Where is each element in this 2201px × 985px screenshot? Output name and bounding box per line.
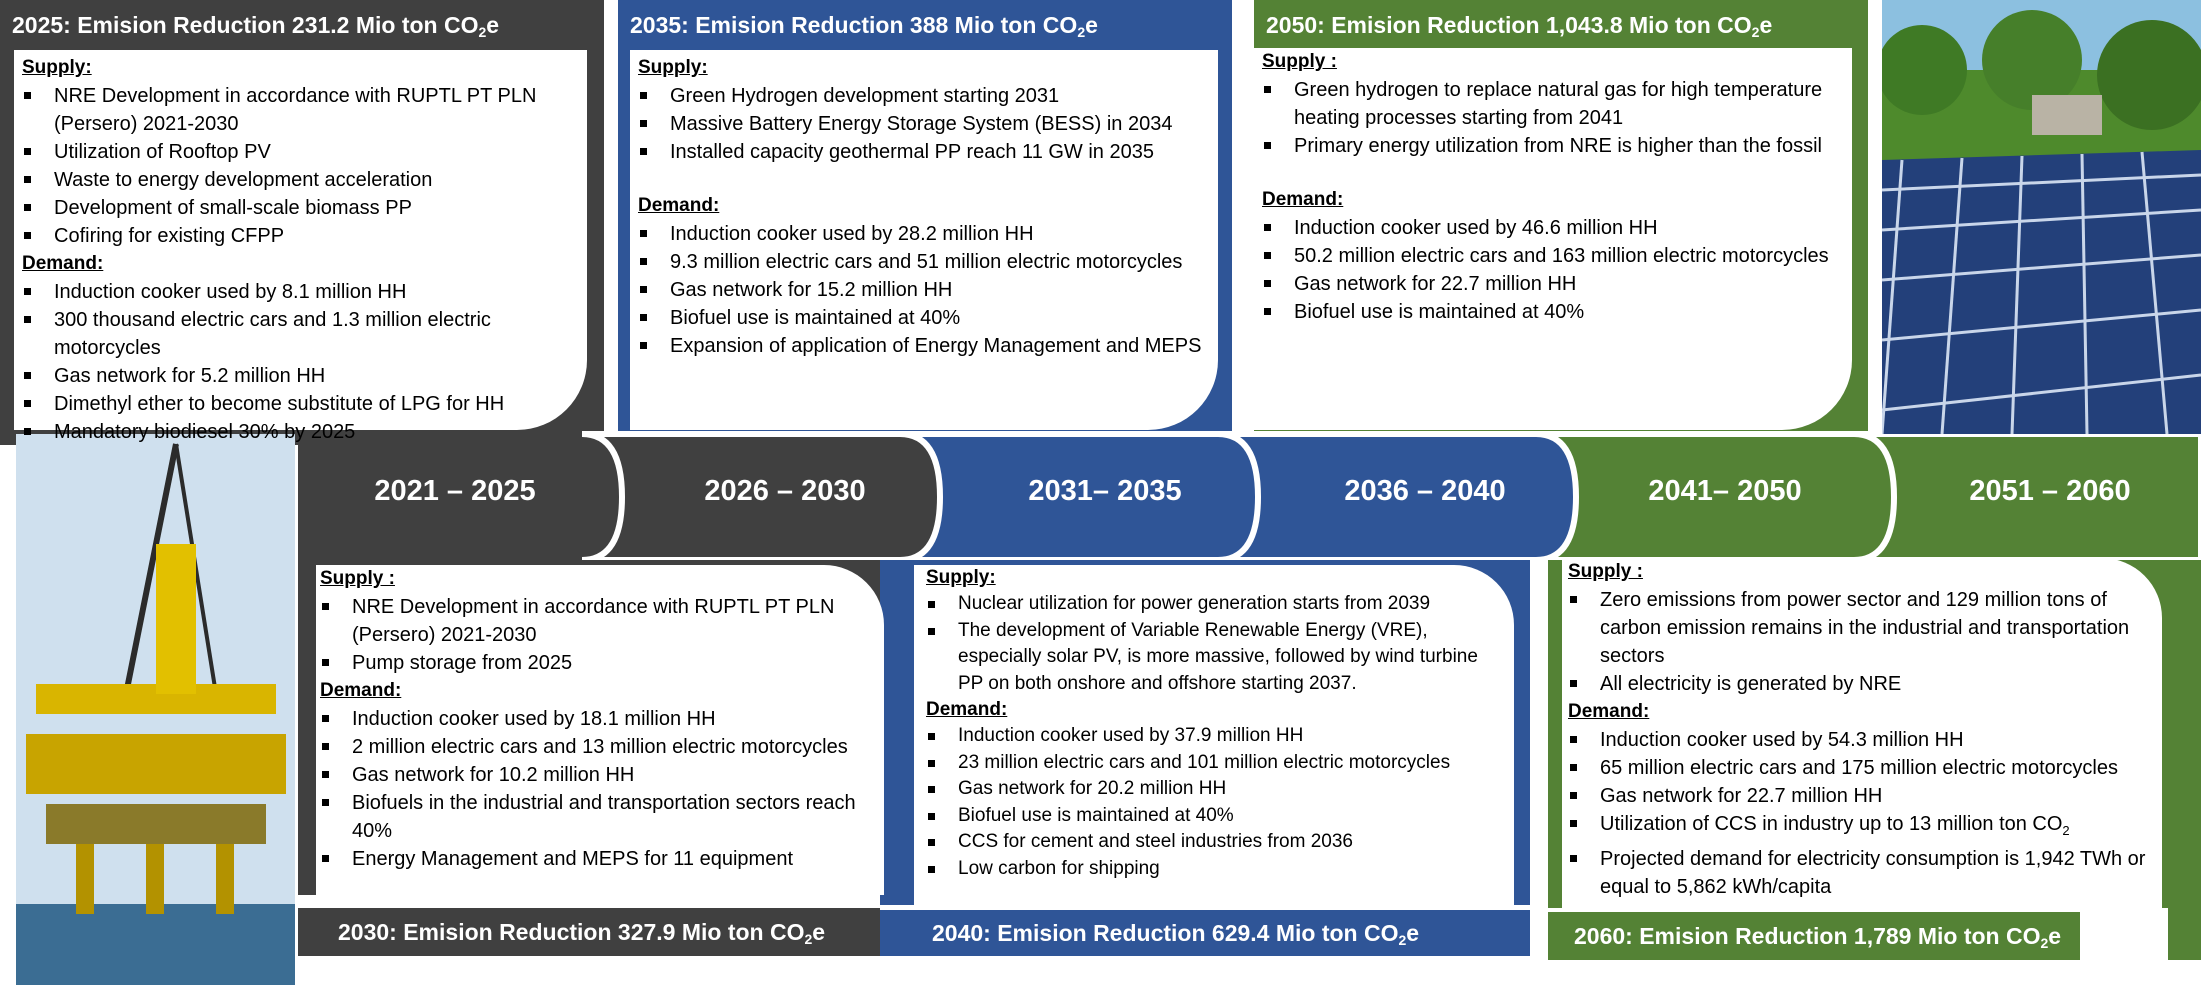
list-item: Induction cooker used by 18.1 million HH: [320, 705, 880, 733]
top-box-2050: Supply : Green hydrogen to replace natur…: [1254, 48, 1852, 430]
bottom-box-2060: Supply : Zero emissions from power secto…: [1562, 558, 2162, 908]
supply-heading: Supply:: [638, 57, 708, 78]
period-label-5: 2041– 2050: [1648, 475, 1802, 507]
list-item: Gas network for 22.7 million HH: [1568, 782, 2156, 810]
list-item: Induction cooker used by 37.9 million HH: [926, 723, 1502, 750]
demand-heading: Demand:: [638, 195, 720, 216]
list-item: 300 thousand electric cars and 1.3 milli…: [22, 306, 579, 362]
list-item: All electricity is generated by NRE: [1568, 670, 2156, 698]
list-item: Induction cooker used by 54.3 million HH: [1568, 726, 2156, 754]
bottom-footer-3: 2060: Emision Reduction 1,789 Mio ton CO…: [1562, 912, 2080, 960]
top-header-2: 2035: Emision Reduction 388 Mio ton CO2e: [618, 1, 1232, 49]
list-item: Mandatory biodiesel 30% by 2025: [22, 418, 579, 446]
band-segment-1: [298, 434, 640, 560]
list-item: Biofuel use is maintained at 40%: [638, 304, 1210, 332]
top-header-1: 2025: Emision Reduction 231.2 Mio ton CO…: [0, 1, 604, 49]
list-item: Low carbon for shipping: [926, 856, 1502, 883]
supply-heading: Supply :: [1568, 561, 1643, 582]
bottom-right-stub: [2168, 560, 2201, 960]
list-item: Green Hydrogen development starting 2031: [638, 82, 1210, 110]
list-item: Expansion of application of Energy Manag…: [638, 332, 1210, 360]
list-item: CCS for cement and steel industries from…: [926, 829, 1502, 856]
list-item: Utilization of Rooftop PV: [22, 138, 579, 166]
demand-list: Induction cooker used by 18.1 million HH…: [320, 705, 880, 873]
demand-heading: Demand:: [1568, 701, 1650, 722]
list-item: NRE Development in accordance with RUPTL…: [22, 82, 579, 138]
list-item: Projected demand for electricity consump…: [1568, 845, 2156, 901]
supply-list: Green Hydrogen development starting 2031…: [638, 82, 1210, 166]
top-box-2035: Supply: Green Hydrogen development start…: [630, 50, 1218, 430]
list-item: 2 million electric cars and 13 million e…: [320, 733, 880, 761]
supply-heading: Supply:: [926, 567, 996, 588]
list-item: Waste to energy development acceleration: [22, 166, 579, 194]
list-item: 23 million electric cars and 101 million…: [926, 750, 1502, 777]
list-item: Induction cooker used by 8.1 million HH: [22, 278, 579, 306]
period-label-4: 2036 – 2040: [1344, 475, 1506, 507]
top-box-2025: Supply: NRE Development in accordance wi…: [14, 50, 587, 443]
supply-list: Zero emissions from power sector and 129…: [1568, 586, 2156, 698]
list-item: 9.3 million electric cars and 51 million…: [638, 248, 1210, 276]
list-item: Gas network for 20.2 million HH: [926, 776, 1502, 803]
supply-list: NRE Development in accordance with RUPTL…: [320, 593, 880, 677]
supply-list: Green hydrogen to replace natural gas fo…: [1262, 76, 1844, 160]
supply-list: Nuclear utilization for power generation…: [926, 591, 1502, 697]
list-item: The development of Variable Renewable En…: [926, 618, 1502, 698]
bottom-footer-1: 2030: Emision Reduction 327.9 Mio ton CO…: [326, 908, 846, 956]
bottom-footer-1-white-gap-2: [298, 956, 900, 985]
offshore-platform-photo: [16, 434, 295, 985]
demand-list: Induction cooker used by 28.2 million HH…: [638, 220, 1210, 360]
period-label-2: 2026 – 2030: [704, 475, 866, 507]
list-item: Development of small-scale biomass PP: [22, 194, 579, 222]
list-item: 50.2 million electric cars and 163 milli…: [1262, 242, 1844, 270]
period-label-1: 2021 – 2025: [374, 475, 536, 507]
list-item: Gas network for 5.2 million HH: [22, 362, 579, 390]
list-item: Gas network for 15.2 million HH: [638, 276, 1210, 304]
bottom-footer-2-white-gap-2: [880, 956, 1530, 985]
list-item: Energy Management and MEPS for 11 equipm…: [320, 845, 880, 873]
supply-heading: Supply :: [320, 568, 395, 589]
list-item: 65 million electric cars and 175 million…: [1568, 754, 2156, 782]
list-item: Biofuels in the industrial and transport…: [320, 789, 880, 845]
supply-heading: Supply:: [22, 57, 92, 78]
list-item: Biofuel use is maintained at 40%: [926, 803, 1502, 830]
bottom-footer-1-white-gap: [298, 895, 880, 908]
top-header-3: 2050: Emision Reduction 1,043.8 Mio ton …: [1254, 1, 1868, 49]
period-label-6: 2051 – 2060: [1969, 475, 2131, 507]
list-item: Cofiring for existing CFPP: [22, 222, 579, 250]
demand-heading: Demand:: [320, 680, 402, 701]
demand-list: Induction cooker used by 46.6 million HH…: [1262, 214, 1844, 326]
list-item: Gas network for 10.2 million HH: [320, 761, 880, 789]
demand-heading: Demand:: [22, 253, 104, 274]
solar-panel-photo: [1882, 0, 2201, 434]
period-label-3: 2031– 2035: [1028, 475, 1182, 507]
bottom-footer-3-white-gap: [1548, 908, 2168, 912]
demand-heading: Demand:: [926, 699, 1008, 720]
list-item: Installed capacity geothermal PP reach 1…: [638, 138, 1210, 166]
list-item: Nuclear utilization for power generation…: [926, 591, 1502, 618]
list-item: Primary energy utilization from NRE is h…: [1262, 132, 1844, 160]
demand-list: Induction cooker used by 8.1 million HH …: [22, 278, 579, 446]
bottom-footer-2-white-gap: [880, 905, 1530, 910]
list-item: Utilization of CCS in industry up to 13 …: [1568, 810, 2156, 845]
list-item: Zero emissions from power sector and 129…: [1568, 586, 2156, 670]
list-item: Induction cooker used by 46.6 million HH: [1262, 214, 1844, 242]
list-item: NRE Development in accordance with RUPTL…: [320, 593, 880, 649]
list-item: Green hydrogen to replace natural gas fo…: [1262, 76, 1844, 132]
bottom-footer-3-white-gap-2: [1548, 960, 2201, 985]
bottom-footer-2: 2040: Emision Reduction 629.4 Mio ton CO…: [920, 910, 1530, 956]
supply-heading: Supply :: [1262, 51, 1337, 72]
demand-heading: Demand:: [1262, 189, 1344, 210]
demand-list: Induction cooker used by 37.9 million HH…: [926, 723, 1502, 882]
list-item: Dimethyl ether to become substitute of L…: [22, 390, 579, 418]
list-item: Pump storage from 2025: [320, 649, 880, 677]
supply-list: NRE Development in accordance with RUPTL…: [22, 82, 579, 250]
bottom-box-2040: Supply: Nuclear utilization for power ge…: [914, 565, 1514, 905]
list-item: Massive Battery Energy Storage System (B…: [638, 110, 1210, 138]
bottom-footer-3-white-gap-3: [2080, 908, 2168, 960]
list-item: Biofuel use is maintained at 40%: [1262, 298, 1844, 326]
list-item: Gas network for 22.7 million HH: [1262, 270, 1844, 298]
demand-list: Induction cooker used by 54.3 million HH…: [1568, 726, 2156, 901]
bottom-box-2030: Supply : NRE Development in accordance w…: [316, 565, 884, 895]
list-item: Induction cooker used by 28.2 million HH: [638, 220, 1210, 248]
